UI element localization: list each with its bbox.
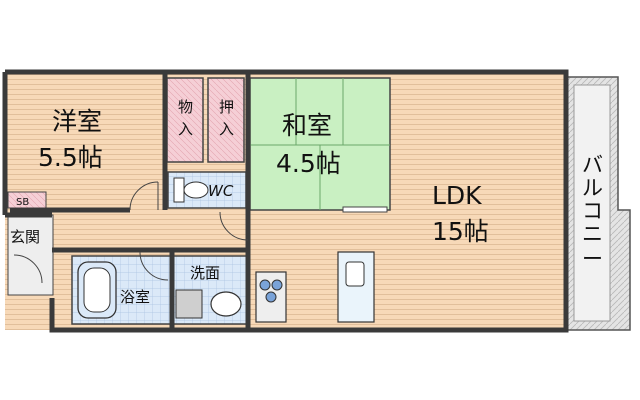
balcony xyxy=(565,76,631,331)
wc-room xyxy=(167,171,247,209)
ldk-name: LDK xyxy=(432,181,482,210)
svg-text:バ: バ xyxy=(582,153,603,177)
bathroom xyxy=(71,255,173,325)
japanese-room xyxy=(249,77,391,213)
closet-label-1: 押 xyxy=(219,98,234,116)
closet-label-2: 入 xyxy=(219,120,234,138)
svg-text:ニ: ニ xyxy=(582,222,603,246)
japanese-room-size: 4.5帖 xyxy=(276,149,341,178)
wc-label: WC xyxy=(208,182,234,200)
western-room xyxy=(10,75,165,210)
washroom-label: 洗面 xyxy=(190,264,220,282)
washroom xyxy=(171,255,249,325)
storage-label-2: 入 xyxy=(178,120,193,138)
kitchen xyxy=(255,251,375,323)
svg-text:ル: ル xyxy=(582,176,603,200)
ldk-size: 15帖 xyxy=(432,217,489,246)
bath-label: 浴室 xyxy=(120,288,150,306)
corridor xyxy=(55,212,248,250)
entrance-label: 玄関 xyxy=(10,228,40,246)
oshiire-closet xyxy=(207,77,245,163)
sb-label: SB xyxy=(16,197,29,208)
walls xyxy=(2,69,569,333)
japanese-room-name: 和室 xyxy=(282,111,332,140)
western-room-size: 5.5帖 xyxy=(38,143,103,172)
doors xyxy=(13,181,249,284)
svg-text:コ: コ xyxy=(582,199,603,223)
balcony-label: バ ル コ ニ ー xyxy=(582,153,603,271)
svg-text:ー: ー xyxy=(582,247,603,271)
western-room-name: 洋室 xyxy=(52,107,102,136)
storage-closet xyxy=(166,77,204,163)
storage-label-1: 物 xyxy=(178,98,193,116)
